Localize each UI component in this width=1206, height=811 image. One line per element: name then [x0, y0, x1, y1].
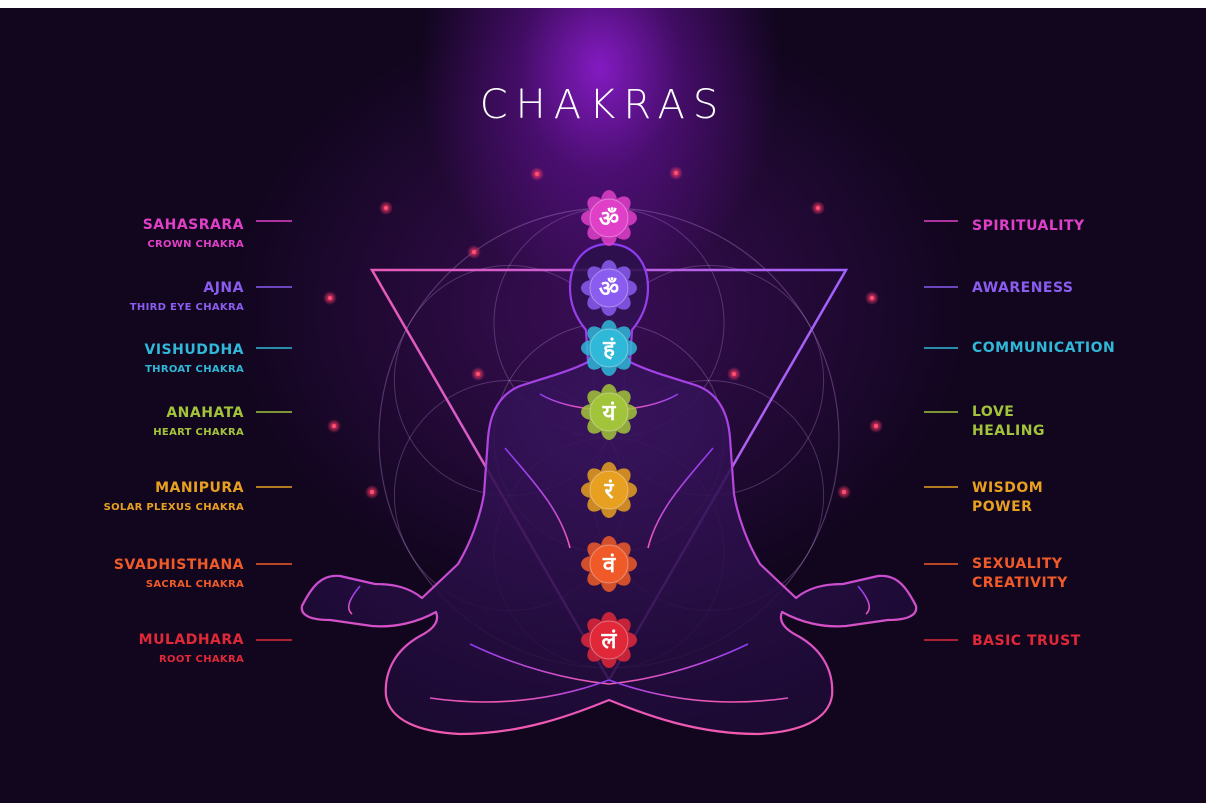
- chakra-symbols: ॐ ॐ हं यं रं वं लं: [581, 190, 637, 668]
- bija-mantra: यं: [602, 401, 617, 426]
- meaning-text: COMMUNICATION: [972, 340, 1116, 356]
- label-svadhisthana: SVADHISTHANA SACRAL CHAKRA: [114, 557, 244, 590]
- meaning-muladhara: BASIC TRUST: [972, 632, 1081, 651]
- glow-dots: [323, 166, 883, 499]
- glow-dot-core: [370, 490, 374, 494]
- chakra-name: SAHASRARA: [142, 217, 244, 233]
- glow-dot-core: [870, 296, 874, 300]
- lotus-center: [589, 198, 629, 238]
- lotus-center: [589, 392, 629, 432]
- glow-dot-core: [328, 296, 332, 300]
- meaning-text: SEXUALITY: [972, 556, 1063, 572]
- meaning-text: POWER: [972, 499, 1033, 515]
- crown-lotus-icon: ॐ: [581, 190, 637, 246]
- meaning-manipura: WISDOM POWER: [972, 479, 1043, 517]
- chakra-name: ANAHATA: [166, 405, 244, 421]
- meaning-ajna: AWARENESS: [972, 279, 1074, 298]
- glow-dot-core: [472, 250, 476, 254]
- lotus-center: [589, 470, 629, 510]
- throat-lotus-icon: हं: [581, 320, 637, 376]
- meaning-sahasrara: SPIRITUALITY: [972, 217, 1085, 236]
- glow-dot-core: [332, 424, 336, 428]
- heart-lotus-icon: यं: [581, 384, 637, 440]
- solar-plexus-lotus-icon: रं: [581, 462, 637, 518]
- chakra-subtitle: HEART CHAKRA: [153, 427, 244, 438]
- meaning-text: LOVE: [972, 404, 1015, 420]
- meaning-text: WISDOM: [972, 480, 1044, 496]
- glow-dot-core: [842, 490, 846, 494]
- glow-dot-core: [732, 372, 736, 376]
- meaning-text: BASIC TRUST: [972, 633, 1081, 649]
- glow-dot-core: [476, 372, 480, 376]
- label-muladhara: MULADHARA ROOT CHAKRA: [139, 632, 244, 665]
- chakra-name: SVADHISTHANA: [113, 557, 244, 573]
- lotus-center: [589, 328, 629, 368]
- chakra-subtitle: SACRAL CHAKRA: [145, 579, 244, 590]
- label-sahasrara: SAHASRARA CROWN CHAKRA: [143, 217, 244, 250]
- chakra-name: MULADHARA: [138, 632, 244, 648]
- chakra-name: MANIPURA: [155, 480, 244, 496]
- chakra-artwork: ॐ ॐ हं यं रं वं लं: [256, 166, 958, 736]
- glow-dot-core: [674, 171, 678, 175]
- label-anahata: ANAHATA HEART CHAKRA: [153, 405, 244, 438]
- meaning-text: HEALING: [972, 423, 1045, 439]
- chakra-diagram: ॐ ॐ हं यं रं वं लं CHAKRAS SAHASRARA CROWN CHA…: [0, 8, 1206, 803]
- label-manipura: MANIPURA SOLAR PLEXUS CHAKRA: [104, 480, 244, 513]
- page-title: CHAKRAS: [479, 82, 727, 128]
- root-lotus-icon: लं: [581, 612, 637, 668]
- meaning-anahata: LOVE HEALING: [972, 403, 1045, 441]
- glow-dot-core: [874, 424, 878, 428]
- glow-dot-core: [816, 206, 820, 210]
- meaning-text: SPIRITUALITY: [972, 218, 1085, 234]
- bija-mantra: रं: [604, 479, 615, 504]
- glow-dot-core: [384, 206, 388, 210]
- label-connectors: [256, 220, 958, 641]
- lotus-center: [589, 620, 629, 660]
- meaning-text: CREATIVITY: [972, 575, 1068, 591]
- chakra-name: AJNA: [203, 280, 244, 296]
- meaning-svadhisthana: SEXUALITY CREATIVITY: [972, 555, 1068, 593]
- label-vishuddha: VISHUDDHA THROAT CHAKRA: [144, 342, 244, 375]
- chakra-subtitle: SOLAR PLEXUS CHAKRA: [103, 502, 244, 513]
- lotus-center: [589, 544, 629, 584]
- meaning-vishuddha: COMMUNICATION: [972, 339, 1115, 358]
- bija-mantra: वं: [602, 553, 616, 578]
- sacral-lotus-icon: वं: [581, 536, 637, 592]
- lotus-center: [589, 268, 629, 308]
- label-ajna: AJNA THIRD EYE CHAKRA: [130, 280, 244, 313]
- chakra-subtitle: ROOT CHAKRA: [159, 654, 244, 665]
- bija-mantra: ॐ: [599, 277, 619, 302]
- bija-mantra: ॐ: [599, 207, 619, 232]
- chakra-subtitle: THIRD EYE CHAKRA: [129, 302, 244, 313]
- chakra-subtitle: CROWN CHAKRA: [147, 239, 244, 250]
- chakra-subtitle: THROAT CHAKRA: [145, 364, 244, 375]
- third-eye-lotus-icon: ॐ: [581, 260, 637, 316]
- chakra-name: VISHUDDHA: [144, 342, 244, 358]
- meaning-text: AWARENESS: [972, 280, 1074, 296]
- glow-dot-core: [535, 172, 539, 176]
- bija-mantra: हं: [602, 337, 616, 362]
- bija-mantra: लं: [601, 629, 618, 654]
